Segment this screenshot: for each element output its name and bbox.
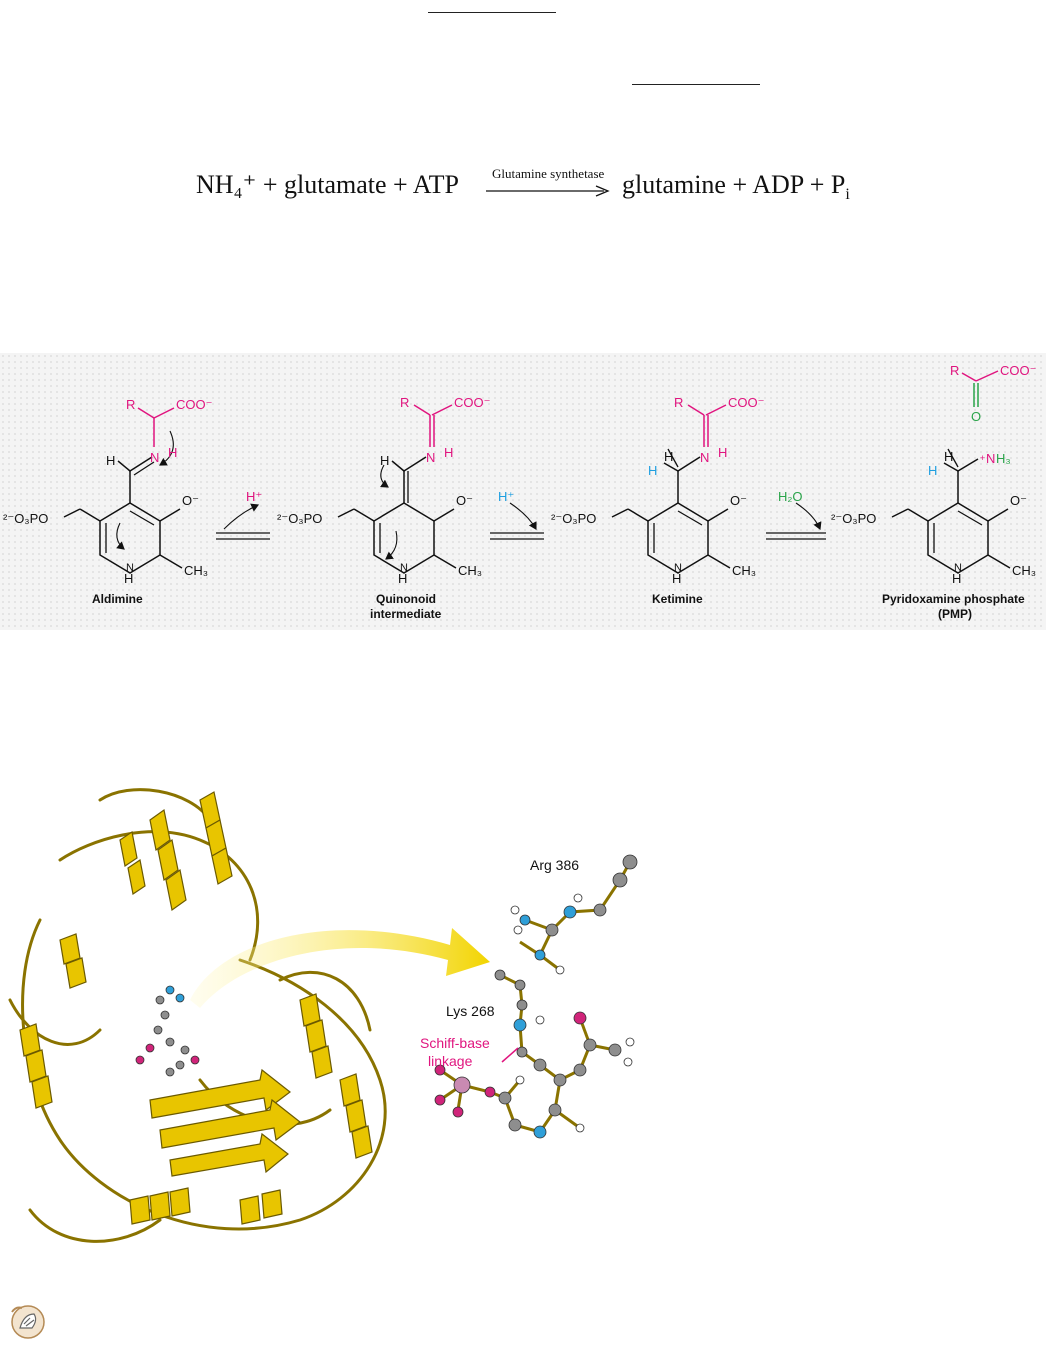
- pmp-structure: ²⁻O₃PO H N CH₃ O⁻ H H + N H₃ R COO⁻ O Py…: [831, 363, 1036, 621]
- equation-right-sub: i: [845, 186, 850, 204]
- aldimine-phosphate: ²⁻O₃PO: [3, 511, 48, 526]
- pmp-label-2: (PMP): [938, 607, 972, 621]
- aminotransferase-structure-figure: Arg 386 Lys 268 Schiff-base linkage: [8, 788, 638, 1243]
- aldimine-carboxylate: COO⁻: [176, 397, 212, 412]
- reagent-1: H⁺: [246, 489, 262, 504]
- transamination-mechanism-panel: ²⁻O₃PO H N CH₃ O⁻ H N H R COO⁻ Aldimine …: [0, 353, 1046, 630]
- aldimine-h: H: [106, 453, 115, 468]
- reagent-2: H⁺: [498, 489, 514, 504]
- pmp-amine-h3: H₃: [996, 451, 1011, 466]
- quinonoid-ring-h: H: [398, 571, 407, 586]
- ball-and-stick-model: Arg 386 Lys 268 Schiff-base linkage: [420, 854, 638, 1139]
- ketimine-r: R: [674, 395, 683, 410]
- quinonoid-label-1: Quinonoid: [376, 592, 436, 606]
- aldimine-ring-h: H: [124, 571, 133, 586]
- glutamine-synthetase-equation: NH₄⁺ + glutamate + ATP Glutamine synthet…: [0, 150, 1046, 220]
- animation-icon[interactable]: [8, 1302, 48, 1342]
- ketimine-carboxylate: COO⁻: [728, 395, 764, 410]
- active-site-cluster: [135, 985, 200, 1077]
- quinonoid-phosphate: ²⁻O₃PO: [277, 511, 322, 526]
- schiff-pointer: [501, 1047, 519, 1063]
- aldimine-imine-h: H: [168, 445, 177, 460]
- protein-ribbon: [8, 788, 387, 1243]
- ketoacid-carboxylate: COO⁻: [1000, 363, 1036, 378]
- protein-sheets: [149, 1068, 301, 1177]
- pmp-ring-h: H: [952, 571, 961, 586]
- zoom-arrow: [190, 928, 490, 1008]
- ketimine-methyl: CH₃: [732, 563, 756, 578]
- ketimine-h-blue: H: [648, 463, 657, 478]
- ketimine-ring-n: N: [674, 562, 682, 574]
- aldimine-phenolate: O⁻: [182, 493, 199, 508]
- equilibrium-arrow-2: H⁺: [490, 489, 544, 540]
- pmp-amine-n: N: [986, 451, 995, 466]
- arg-label: Arg 386: [530, 857, 579, 873]
- ketimine-h: H: [664, 449, 673, 464]
- pmp-phenolate: O⁻: [1010, 493, 1027, 508]
- quinonoid-structure: ²⁻O₃PO H N CH₃ O⁻ H N H R COO⁻ Quinonoid…: [277, 395, 490, 621]
- ketimine-phosphate: ²⁻O₃PO: [551, 511, 596, 526]
- ketimine-phenolate: O⁻: [730, 493, 747, 508]
- equilibrium-arrow-1: H⁺: [216, 489, 270, 540]
- ketimine-ring-h: H: [672, 571, 681, 586]
- ketimine-label: Ketimine: [652, 592, 703, 606]
- equation-left: NH₄⁺ + glutamate + ATP: [196, 170, 459, 199]
- quinonoid-r: R: [400, 395, 409, 410]
- quinonoid-phenolate: O⁻: [456, 493, 473, 508]
- ketimine-imine-n: N: [700, 450, 709, 465]
- top-rule-2: [632, 84, 760, 85]
- ketimine-structure: ²⁻O₃PO H N CH₃ O⁻ H H N H R COO⁻ Ketimin…: [551, 395, 764, 606]
- pmp-h-blue: H: [928, 463, 937, 478]
- quinonoid-imine-n: N: [426, 450, 435, 465]
- ketoacid-r: R: [950, 363, 959, 378]
- quinonoid-methyl: CH₃: [458, 563, 482, 578]
- quinonoid-carboxylate: COO⁻: [454, 395, 490, 410]
- reagent-3: H₂O: [778, 489, 803, 504]
- quinonoid-imine-h: H: [444, 445, 453, 460]
- lys-label: Lys 268: [446, 1003, 495, 1019]
- aldimine-label: Aldimine: [92, 592, 143, 606]
- pmp-phosphate: ²⁻O₃PO: [831, 511, 876, 526]
- equation-enzyme: Glutamine synthetase: [492, 166, 605, 181]
- quinonoid-label-2: intermediate: [370, 607, 442, 621]
- ketimine-imine-h: H: [718, 445, 727, 460]
- pmp-plus: +: [980, 453, 985, 463]
- quinonoid-h: H: [380, 453, 389, 468]
- equilibrium-arrow-3: H₂O: [766, 489, 826, 540]
- aldimine-imine-n: N: [150, 450, 159, 465]
- top-rule-1: [428, 12, 556, 13]
- equation-right-main: glutamine + ADP + P: [622, 170, 846, 199]
- pmp-methyl: CH₃: [1012, 563, 1036, 578]
- schiff-label-2: linkage: [428, 1053, 473, 1069]
- aldimine-ring-n: N: [126, 562, 134, 574]
- pmp-h: H: [944, 449, 953, 464]
- aldimine-structure: ²⁻O₃PO H N CH₃ O⁻ H N H R COO⁻ Aldimine: [3, 397, 212, 606]
- aldimine-methyl: CH₃: [184, 563, 208, 578]
- mechanism-diagram: ²⁻O₃PO H N CH₃ O⁻ H N H R COO⁻ Aldimine …: [3, 363, 1036, 621]
- pmp-ring-n: N: [954, 562, 962, 574]
- equation-arrow: [486, 185, 610, 197]
- protein-helices: [19, 791, 373, 1225]
- equation-right: glutamine + ADP + Pi: [622, 170, 850, 204]
- pmp-label-1: Pyridoxamine phosphate: [882, 592, 1025, 606]
- schiff-label-1: Schiff-base: [420, 1035, 490, 1051]
- aldimine-r: R: [126, 397, 135, 412]
- ketoacid-oxygen: O: [971, 409, 981, 424]
- quinonoid-ring-n: N: [400, 562, 408, 574]
